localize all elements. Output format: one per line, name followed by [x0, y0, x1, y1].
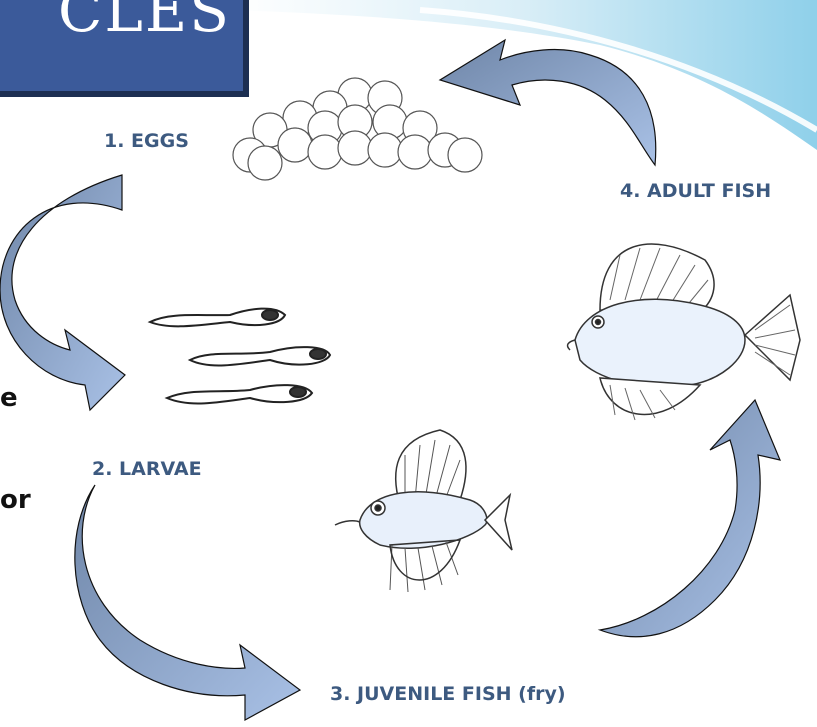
label-eggs: 1. EGGS — [104, 130, 189, 152]
arrow-juvenile-to-adult — [600, 400, 780, 637]
label-larvae: 2. LARVAE — [92, 458, 202, 480]
title-banner: CLES — [0, 0, 246, 94]
label-juvenile-fish: 3. JUVENILE FISH (fry) — [330, 683, 566, 705]
juvenile-fish-icon — [335, 430, 512, 592]
cropped-text-1: e — [0, 383, 18, 413]
eggs-cluster-icon — [233, 78, 482, 180]
label-adult-fish: 4. ADULT FISH — [620, 180, 771, 202]
adult-fish-icon — [568, 244, 800, 420]
arrow-larvae-to-juvenile — [75, 485, 300, 720]
title-text: CLES — [58, 0, 231, 45]
arrow-eggs-to-larvae — [0, 175, 125, 410]
cropped-text-2: or — [0, 485, 31, 515]
larvae-icon — [150, 309, 330, 404]
